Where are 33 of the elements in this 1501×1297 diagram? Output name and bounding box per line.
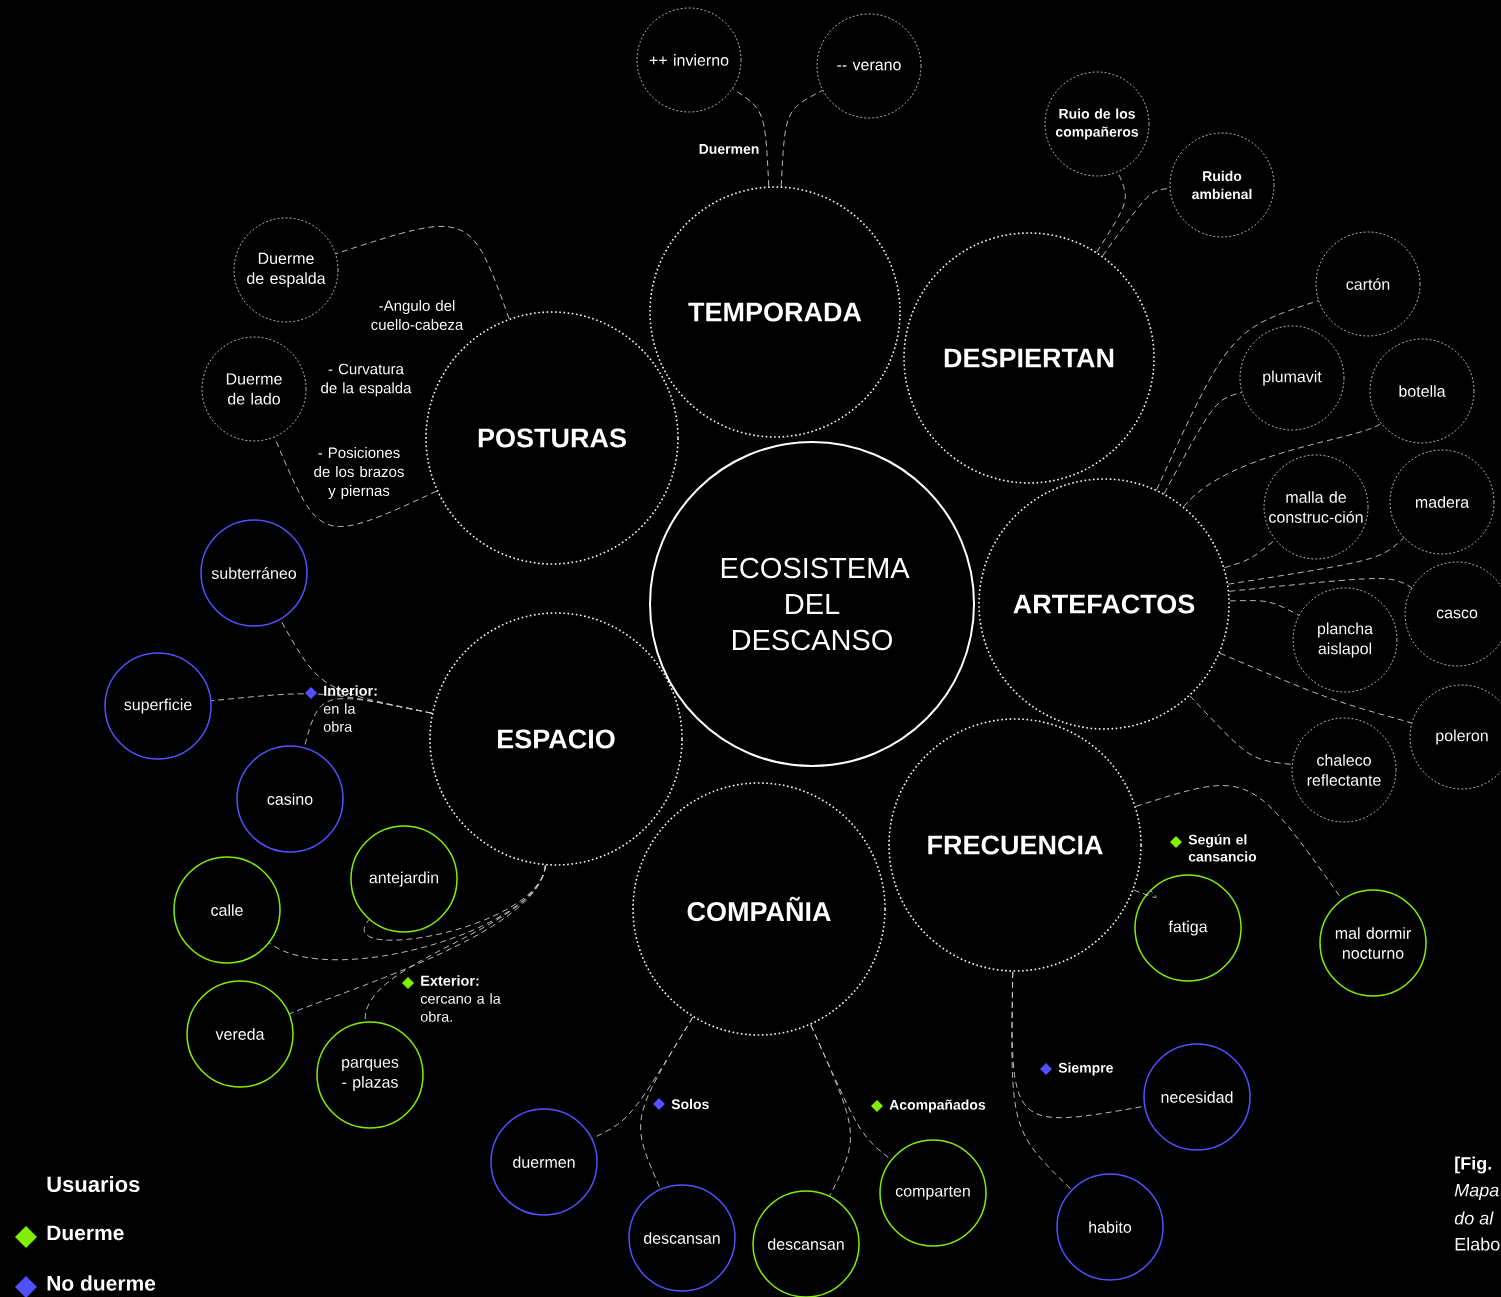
group-label: Exterior: cercano a la obra. [420,975,501,1022]
group-label: Siempre [1058,1062,1113,1076]
group-label: - Curvatura de la espalda [321,363,412,397]
connector-line [1224,539,1276,569]
caption-text: do al [1454,1211,1494,1225]
connector-line [1163,391,1243,494]
group-label: - Posiciones de los brazos y piernas [314,447,404,499]
caption-text: Mapa [1454,1183,1499,1201]
caption-text: Elabo [1455,1237,1500,1251]
group-label: Según el cansancio [1188,834,1257,862]
group-label: Interior: en la obra [323,685,377,732]
group-label: -Angulo del cuello-cabeza [371,300,464,330]
connector-line [732,88,770,187]
connector-line [1219,652,1412,724]
legend-title: Usuarios [47,1175,140,1193]
group-label: Acompañados [889,1099,986,1113]
group-label: Solos [671,1098,709,1110]
connector-line [1135,785,1343,900]
legend-label: Duerme [47,1225,124,1241]
connector-line [1133,889,1157,898]
connector-line [1229,600,1300,616]
connector-line [1228,578,1413,592]
connector-line [335,226,510,320]
connector-line [1156,300,1319,491]
connector-line [1189,695,1293,765]
connector-line [1227,537,1405,585]
connector-line [1183,423,1382,508]
connector-line [1011,971,1072,1191]
connector-line [274,436,438,527]
group-label: Duermen [699,144,759,154]
legend-label: No duerme [47,1275,156,1291]
connector-line [780,89,824,187]
caption-text: [Fig. [1455,1156,1491,1174]
